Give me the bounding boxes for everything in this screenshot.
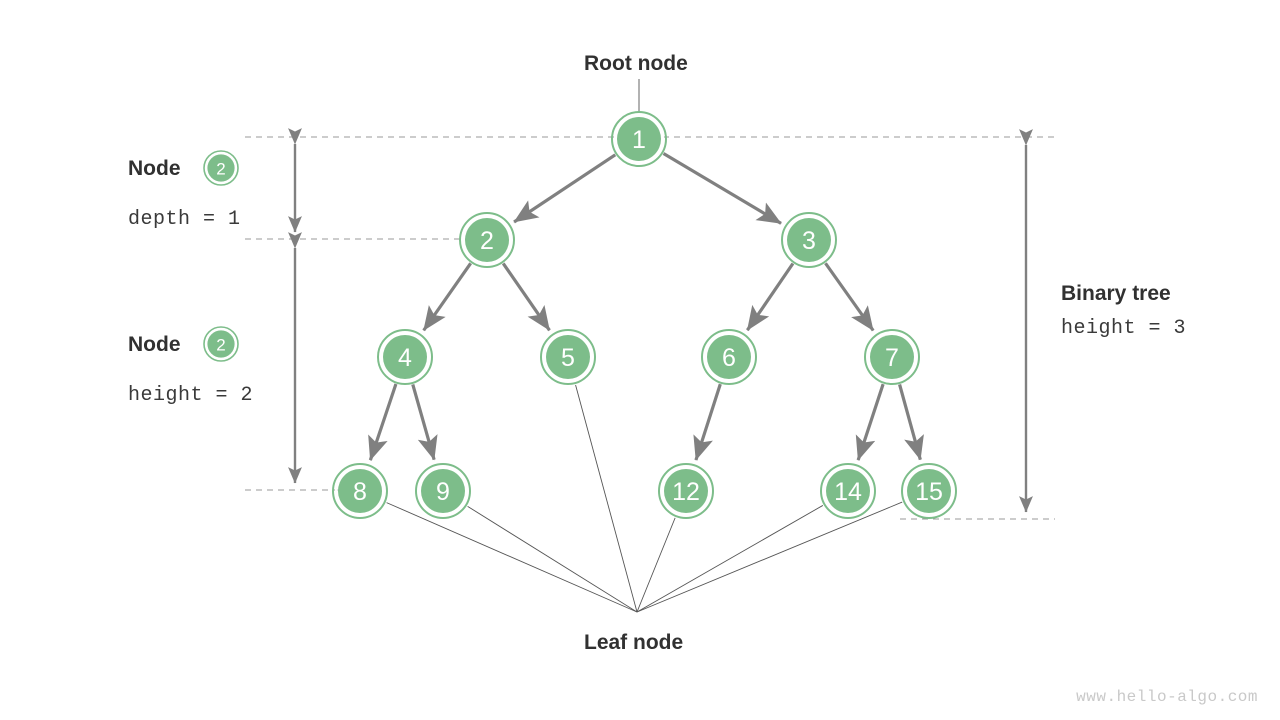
binary-tree-title: Binary tree	[1061, 282, 1171, 305]
tree-node-value: 4	[398, 344, 412, 372]
tree-edges	[368, 152, 924, 461]
tree-node-12[interactable]: 12	[658, 463, 714, 519]
tree-node-value: 9	[436, 478, 450, 506]
edge-n2-n4	[422, 262, 472, 332]
leaf-leader-n12	[636, 517, 676, 613]
edge-n1-n2	[513, 153, 617, 224]
tree-node-value: 6	[722, 344, 736, 372]
edge-n4-n8	[368, 383, 398, 461]
leaf-leader-n14	[636, 505, 824, 613]
leaf-node-title: Leaf node	[584, 631, 684, 654]
node-height-title: Node	[128, 333, 181, 356]
tree-node-2[interactable]: 2	[459, 212, 515, 268]
edge-n3-n6	[746, 262, 795, 332]
edge-n6-n12	[693, 383, 722, 461]
edge-n3-n7	[824, 262, 875, 332]
tree-node-7[interactable]: 7	[864, 329, 920, 385]
tree-node-14[interactable]: 14	[820, 463, 876, 519]
guide-lines	[245, 136, 1055, 520]
tree-node-4[interactable]: 4	[377, 329, 433, 385]
tree-node-3[interactable]: 3	[781, 212, 837, 268]
node-height-value: height = 2	[128, 384, 254, 407]
node-height-badge-value: 2	[216, 336, 225, 355]
tree-node-value: 5	[561, 344, 575, 372]
edge-n2-n5	[501, 262, 551, 332]
tree-node-value: 2	[480, 227, 494, 255]
node-depth-value: depth = 1	[128, 208, 241, 231]
edge-n4-n9	[411, 383, 438, 461]
binary-tree-height-text: height = 3	[1061, 317, 1187, 340]
tree-node-value: 8	[353, 478, 367, 506]
tree-node-6[interactable]: 6	[701, 329, 757, 385]
tree-node-value: 12	[672, 478, 700, 506]
node-height-badge: 2	[203, 326, 239, 362]
node-depth-title: Node	[128, 157, 181, 180]
node-depth-badge: 2	[203, 150, 239, 186]
node-depth-badge-value: 2	[216, 160, 225, 179]
tree-node-value: 3	[802, 227, 816, 255]
dimension-arrows	[288, 128, 1033, 513]
annotation-badges: 22	[203, 150, 239, 362]
leaf-leader-n9	[467, 505, 638, 613]
edge-n7-n14	[855, 383, 885, 461]
leaf-leader-lines	[386, 79, 903, 613]
tree-node-value: 14	[834, 478, 862, 506]
leaf-leader-n8	[386, 502, 638, 613]
edge-n7-n15	[898, 384, 924, 461]
tree-node-9[interactable]: 9	[415, 463, 471, 519]
leaf-leader-n5	[575, 384, 638, 613]
leaf-leader-n15	[636, 501, 903, 613]
tree-node-value: 1	[632, 126, 646, 154]
tree-node-15[interactable]: 15	[901, 463, 957, 519]
site-watermark: www.hello-algo.com	[1076, 688, 1258, 706]
tree-node-5[interactable]: 5	[540, 329, 596, 385]
tree-node-value: 7	[885, 344, 899, 372]
tree-node-1[interactable]: 1	[611, 111, 667, 167]
tree-node-8[interactable]: 8	[332, 463, 388, 519]
root-node-title: Root node	[584, 52, 688, 75]
edge-n1-n3	[662, 152, 782, 225]
tree-node-value: 15	[915, 478, 943, 506]
